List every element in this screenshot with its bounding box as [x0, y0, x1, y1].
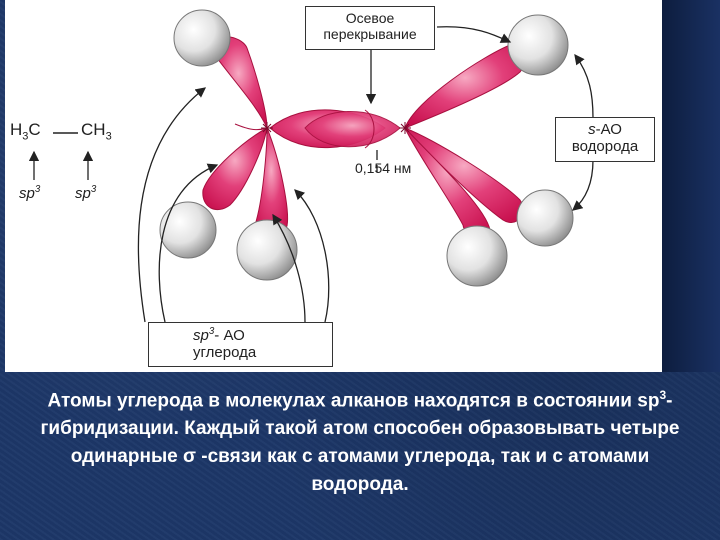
annotation-arrows	[28, 26, 594, 323]
carbon-nuclei	[261, 122, 411, 134]
formula-hybridization-left: sp3	[19, 184, 41, 202]
sp3-ao-carbon-label-box: sp3- АО углерода	[148, 322, 333, 367]
central-sigma-bond	[269, 109, 401, 149]
axial-overlap-label-box: Осевое перекрывание	[305, 6, 435, 50]
hydrogen-sphere	[446, 225, 508, 287]
formula-right-group: CH3	[81, 120, 112, 143]
orbital-drawing	[28, 9, 594, 323]
hydrogen-sphere	[236, 219, 298, 281]
formula-hybridization-right: sp3	[75, 184, 97, 202]
slide-background-edge	[662, 0, 720, 372]
hydrogen-sphere	[159, 201, 217, 259]
left-carbon-hybrid-orbitals	[202, 36, 289, 235]
hydrogen-spheres	[159, 9, 574, 287]
s-ao-hydrogen-label-box: s-АО водорода	[555, 117, 655, 162]
hydrogen-sphere	[516, 189, 574, 247]
hydrogen-sphere	[173, 9, 231, 67]
slide-caption: Атомы углерода в молекулах алканов наход…	[40, 388, 680, 496]
bond-length-label: 0,154 нм	[355, 160, 412, 176]
right-carbon-hybrid-orbitals	[404, 43, 526, 237]
ethane-orbital-diagram: H3C CH3 sp3 sp3 Осевое перекрывание s-АО…	[5, 0, 662, 372]
hydrogen-sphere	[507, 14, 569, 76]
formula-left-group: H3C	[10, 120, 41, 143]
